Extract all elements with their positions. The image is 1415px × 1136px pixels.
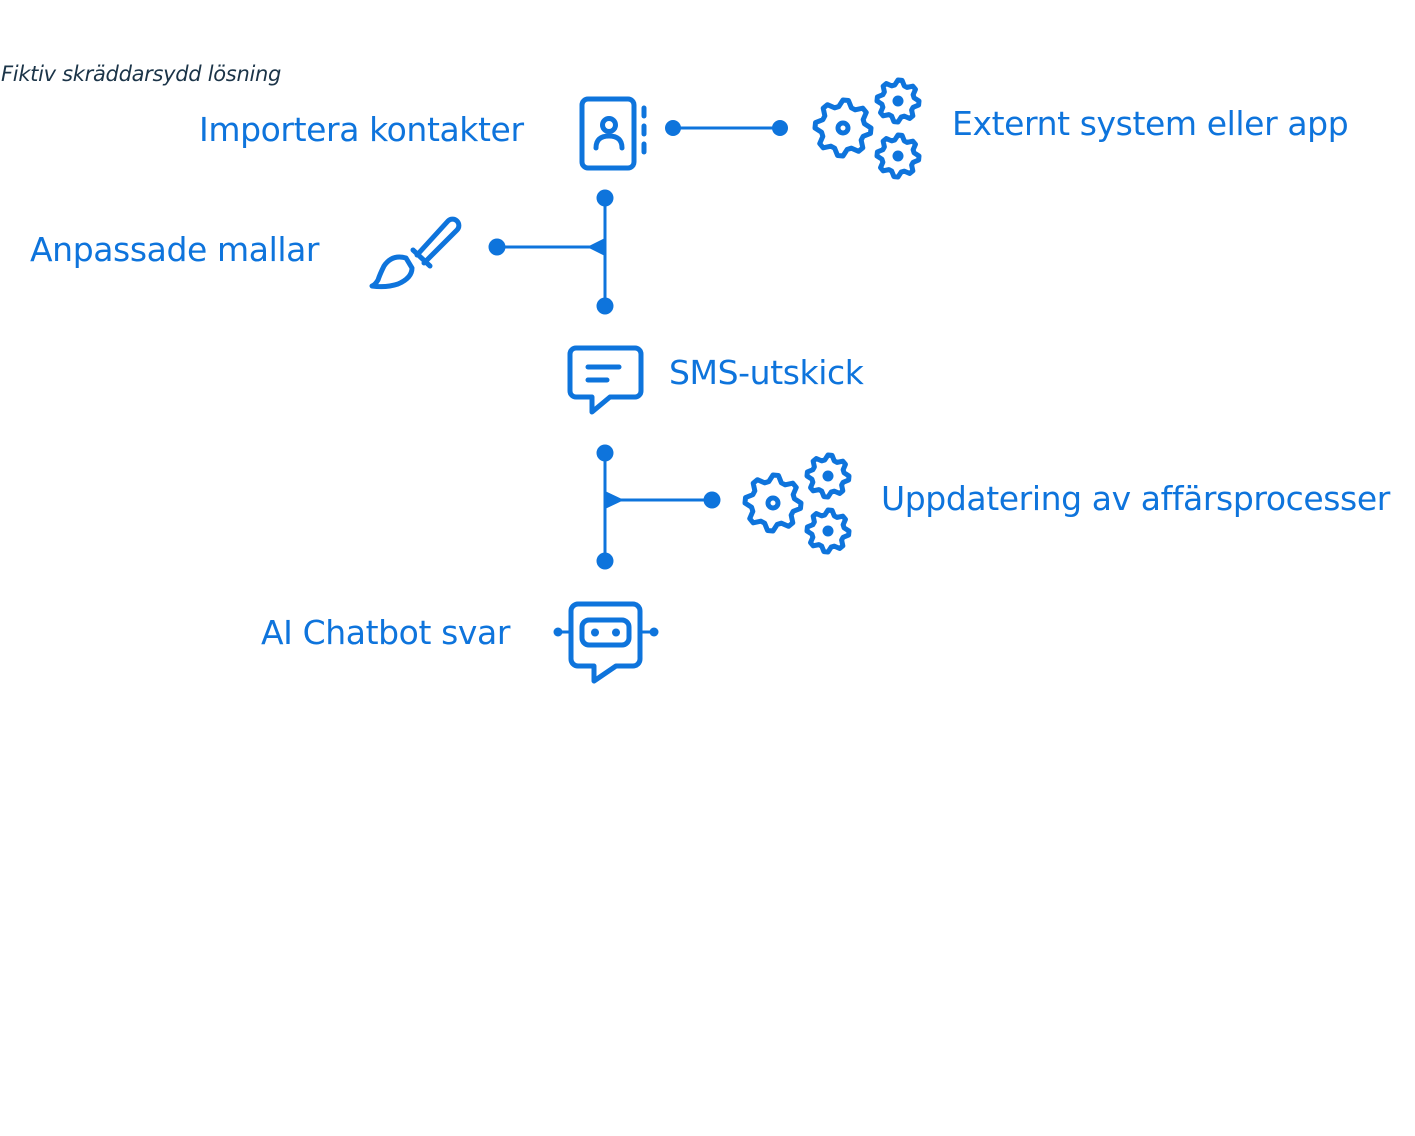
gear-small-icon xyxy=(874,77,922,125)
connector-import-external xyxy=(665,120,788,136)
connector-business-process xyxy=(596,444,721,570)
diagram-caption: Fiktiv skräddarsydd lösning xyxy=(1,62,282,86)
connector-dot xyxy=(596,444,614,462)
gear-small-icon xyxy=(804,507,852,555)
gears-icon-business-process xyxy=(742,452,852,555)
label-ai-chatbot-reply: AI Chatbot svar xyxy=(261,613,510,652)
gears-icon-external-system xyxy=(812,77,922,180)
paintbrush-icon xyxy=(369,216,462,290)
gear-large-icon xyxy=(742,472,804,534)
label-business-process-update: Uppdatering av affärsprocesser xyxy=(881,479,1390,518)
gear-large-icon xyxy=(812,97,874,159)
gear-small-icon xyxy=(874,132,922,180)
gear-small-icon xyxy=(804,452,852,500)
connector-dot xyxy=(772,120,788,136)
connector-dot xyxy=(488,238,506,256)
connector-dot xyxy=(596,297,614,315)
chatbot-icon xyxy=(553,601,659,684)
connector-templates xyxy=(488,189,614,315)
connector-dot xyxy=(665,120,681,136)
connector-dot xyxy=(596,552,614,570)
arrow-head xyxy=(587,238,605,256)
label-import-contacts: Importera kontakter xyxy=(199,110,524,149)
label-external-system: Externt system eller app xyxy=(952,104,1349,143)
message-icon xyxy=(567,345,644,415)
label-custom-templates: Anpassade mallar xyxy=(30,230,320,269)
label-sms-sending: SMS-utskick xyxy=(669,353,864,392)
connector-dot xyxy=(596,189,614,207)
arrow-head xyxy=(605,491,624,509)
contact-book-icon xyxy=(579,96,647,171)
connector-dot xyxy=(703,491,721,509)
